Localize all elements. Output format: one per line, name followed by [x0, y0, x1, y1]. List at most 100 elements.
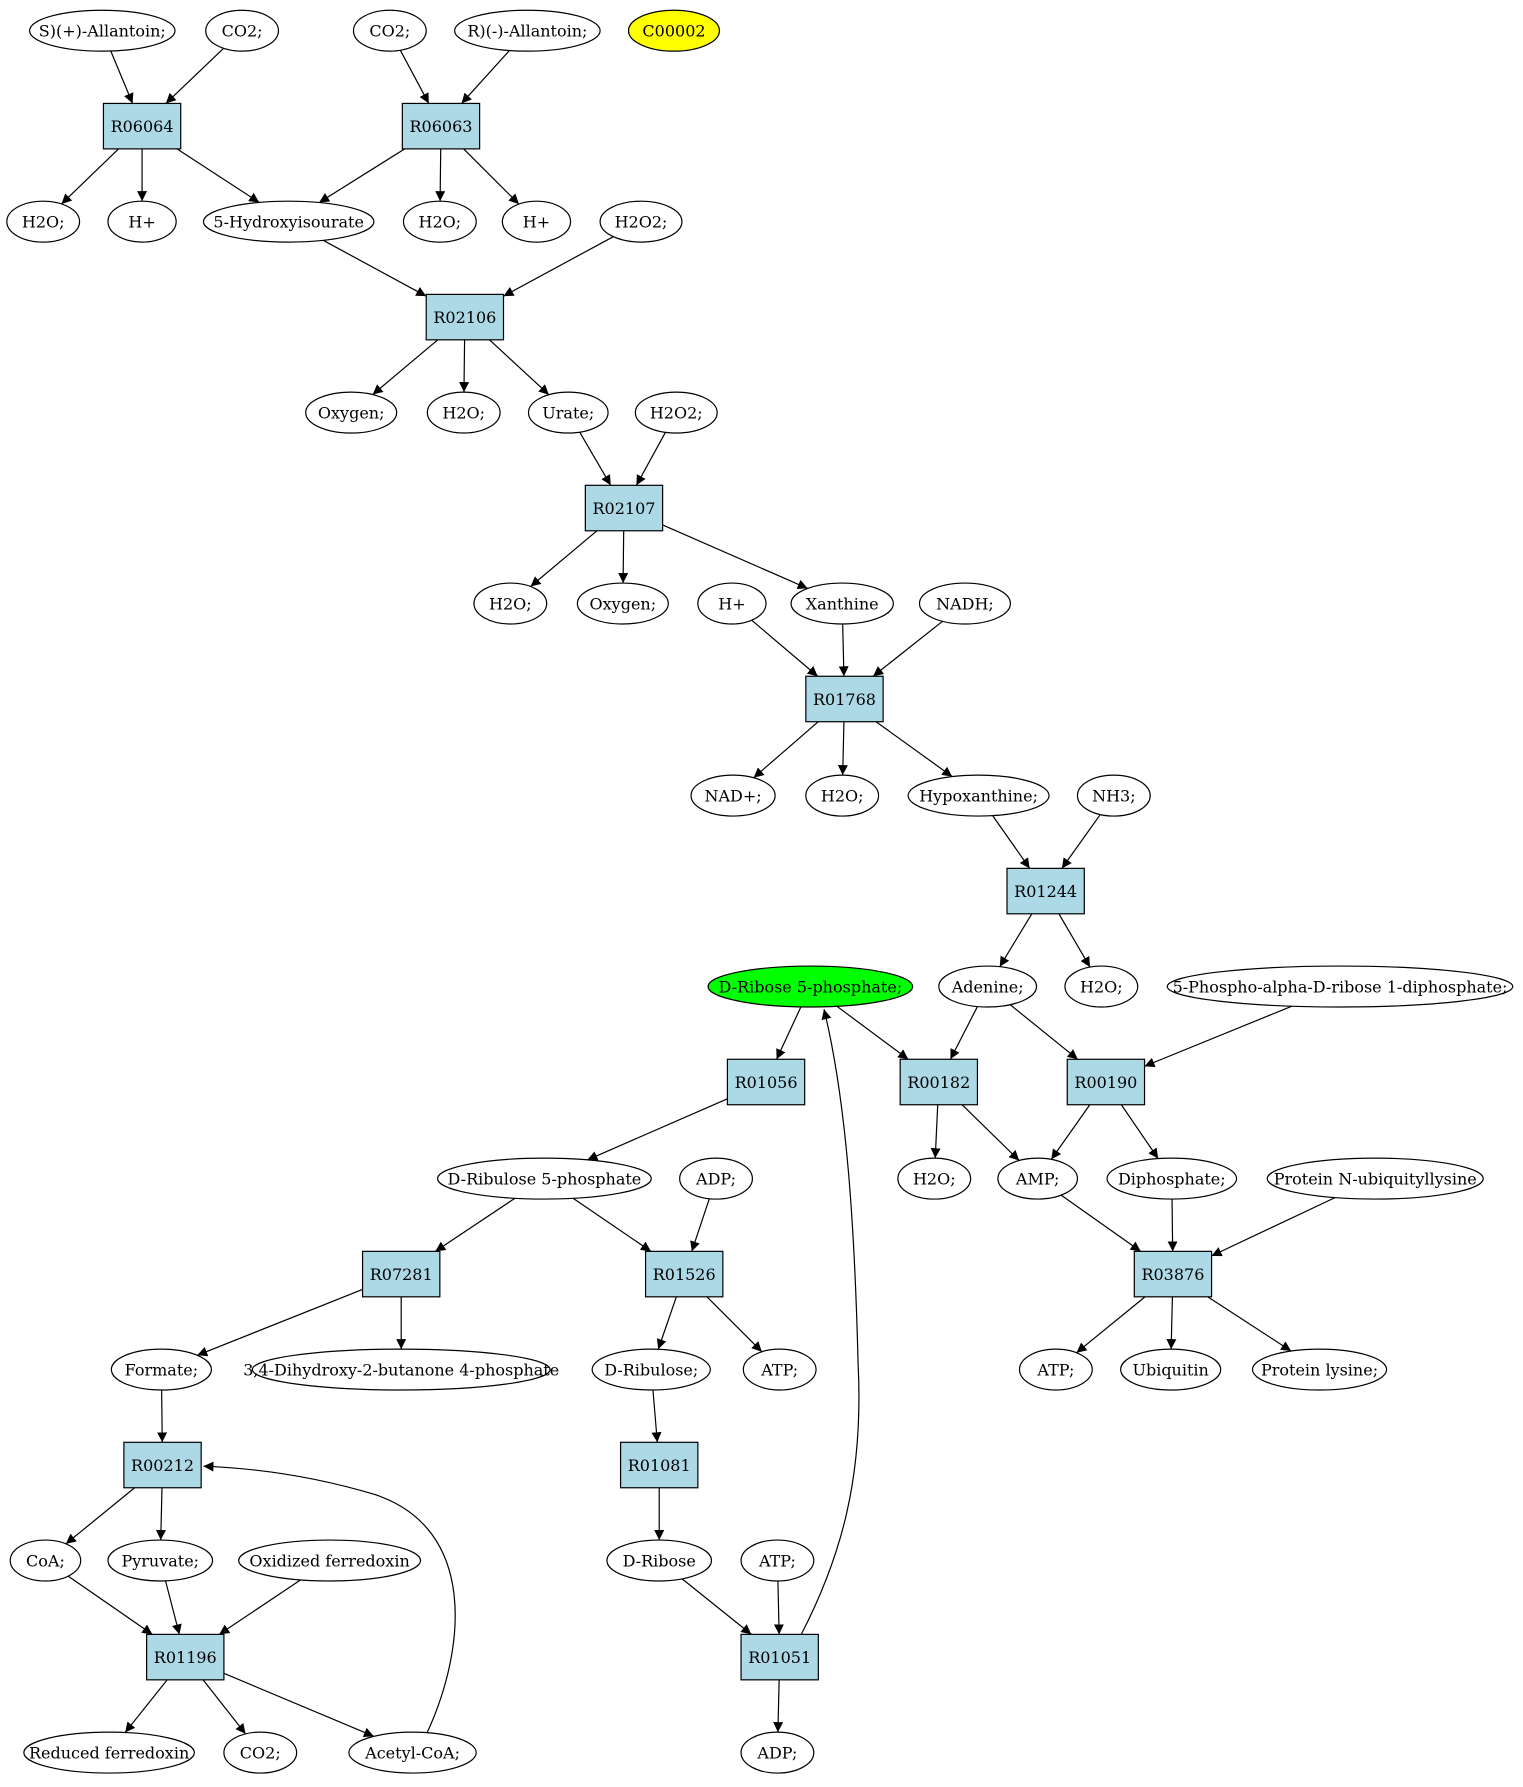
- compound-ellipse[interactable]: [627, 9, 721, 52]
- compound-ellipse[interactable]: [1076, 774, 1151, 817]
- compound-node-c_h2o_b[interactable]: H2O;: [402, 200, 477, 243]
- reaction-node-r_R07281[interactable]: R07281: [361, 1250, 441, 1298]
- compound-node-c_coa[interactable]: CoA;: [9, 1539, 82, 1582]
- compound-ellipse[interactable]: [110, 1348, 213, 1391]
- compound-ellipse[interactable]: [742, 1348, 817, 1391]
- reaction-box[interactable]: [1133, 1250, 1213, 1298]
- reaction-box[interactable]: [1066, 1058, 1146, 1106]
- reaction-node-r_R00190[interactable]: R00190: [1066, 1058, 1146, 1106]
- compound-ellipse[interactable]: [107, 200, 177, 243]
- compound-node-c_prpp[interactable]: 5-Phospho-alpha-D-ribose 1-diphosphate;: [1166, 965, 1514, 1008]
- compound-ellipse[interactable]: [1018, 1348, 1093, 1391]
- reaction-node-r_R01526[interactable]: R01526: [644, 1250, 724, 1298]
- compound-node-c_atp_a[interactable]: ATP;: [742, 1348, 817, 1391]
- compound-node-c_r_allantoin[interactable]: R)(-)-Allantoin;: [454, 9, 601, 52]
- compound-ellipse[interactable]: [454, 9, 601, 52]
- compound-ellipse[interactable]: [997, 1157, 1079, 1200]
- compound-ellipse[interactable]: [9, 1539, 82, 1582]
- compound-node-c_pyruvate[interactable]: Pyruvate;: [107, 1539, 214, 1582]
- compound-ellipse[interactable]: [679, 1157, 754, 1200]
- compound-ellipse[interactable]: [697, 582, 767, 625]
- reaction-box[interactable]: [425, 293, 505, 341]
- compound-ellipse[interactable]: [805, 774, 880, 817]
- compound-ellipse[interactable]: [591, 1348, 711, 1391]
- reaction-box[interactable]: [899, 1058, 979, 1106]
- reaction-node-r_R03876[interactable]: R03876: [1133, 1250, 1213, 1298]
- compound-node-c_ribulose5p[interactable]: D-Ribulose 5-phosphate: [436, 1157, 652, 1200]
- compound-node-c_h2o2_b[interactable]: H2O2;: [634, 391, 718, 434]
- compound-node-c_urate[interactable]: Urate;: [527, 391, 609, 434]
- compound-ellipse[interactable]: [1120, 1348, 1222, 1391]
- compound-ellipse[interactable]: [918, 582, 1012, 625]
- compound-node-c_nadh[interactable]: NADH;: [918, 582, 1012, 625]
- compound-ellipse[interactable]: [28, 9, 176, 52]
- reaction-node-r_R00182[interactable]: R00182: [899, 1058, 979, 1106]
- reaction-box[interactable]: [584, 484, 664, 532]
- compound-ellipse[interactable]: [1166, 965, 1514, 1008]
- compound-ellipse[interactable]: [707, 965, 914, 1008]
- compound-node-c_adenine[interactable]: Adenine;: [938, 965, 1038, 1008]
- compound-node-c_hplus_c[interactable]: H+: [697, 582, 767, 625]
- compound-node-c_ribulose[interactable]: D-Ribulose;: [591, 1348, 711, 1391]
- compound-node-c_ribose[interactable]: D-Ribose: [606, 1539, 713, 1582]
- compound-ellipse[interactable]: [690, 774, 776, 817]
- compound-ellipse[interactable]: [1266, 1157, 1484, 1200]
- compound-ellipse[interactable]: [634, 391, 718, 434]
- compound-ellipse[interactable]: [606, 1539, 713, 1582]
- compound-node-c_nh3[interactable]: NH3;: [1076, 774, 1151, 817]
- compound-ellipse[interactable]: [348, 1731, 477, 1774]
- compound-node-c_diphosphate[interactable]: Diphosphate;: [1106, 1157, 1238, 1200]
- compound-ellipse[interactable]: [740, 1539, 815, 1582]
- reaction-node-r_R00212[interactable]: R00212: [123, 1441, 202, 1489]
- compound-ellipse[interactable]: [205, 9, 280, 52]
- compound-node-c_acetylcoa[interactable]: Acetyl-CoA;: [348, 1731, 477, 1774]
- compound-ellipse[interactable]: [6, 200, 81, 243]
- compound-node-c_hydroxyisourate[interactable]: 5-Hydroxyisourate: [202, 200, 375, 243]
- compound-node-c_redfd[interactable]: Reduced ferredoxin: [23, 1731, 195, 1774]
- compound-node-c_prot_ub[interactable]: Protein N-ubiquityllysine: [1266, 1157, 1484, 1200]
- reaction-node-r_R01051[interactable]: R01051: [740, 1633, 819, 1681]
- compound-node-c_atp_c[interactable]: ATP;: [740, 1539, 815, 1582]
- reaction-node-r_R01196[interactable]: R01196: [146, 1633, 225, 1681]
- compound-node-c_dhbp[interactable]: 3,4-Dihydroxy-2-butanone 4-phosphate: [243, 1348, 559, 1391]
- compound-ellipse[interactable]: [202, 200, 375, 243]
- compound-ellipse[interactable]: [740, 1731, 815, 1774]
- reaction-box[interactable]: [146, 1633, 225, 1681]
- compound-node-c_co2_c[interactable]: CO2;: [223, 1731, 298, 1774]
- compound-ellipse[interactable]: [1251, 1348, 1388, 1391]
- compound-node-c_amp[interactable]: AMP;: [997, 1157, 1079, 1200]
- compound-ellipse[interactable]: [402, 200, 477, 243]
- compound-node-c_adp_a[interactable]: ADP;: [679, 1157, 754, 1200]
- compound-node-c_oxygen_a[interactable]: Oxygen;: [305, 391, 398, 434]
- compound-ellipse[interactable]: [352, 9, 427, 52]
- reaction-box[interactable]: [619, 1441, 699, 1489]
- compound-node-c_s_allantoin[interactable]: S)(+)-Allantoin;: [28, 9, 176, 52]
- compound-ellipse[interactable]: [426, 391, 501, 434]
- compound-ellipse[interactable]: [305, 391, 398, 434]
- reaction-box[interactable]: [102, 102, 182, 150]
- compound-node-c_co2_a[interactable]: CO2;: [205, 9, 280, 52]
- compound-ellipse[interactable]: [897, 1157, 972, 1200]
- reaction-node-r_R01056[interactable]: R01056: [726, 1058, 806, 1106]
- compound-ellipse[interactable]: [599, 200, 683, 243]
- reaction-node-r_R01081[interactable]: R01081: [619, 1441, 699, 1489]
- reaction-box[interactable]: [740, 1633, 819, 1681]
- reaction-box[interactable]: [123, 1441, 202, 1489]
- compound-ellipse[interactable]: [1106, 1157, 1238, 1200]
- compound-ellipse[interactable]: [527, 391, 609, 434]
- compound-ellipse[interactable]: [251, 1348, 551, 1391]
- compound-node-c_h2o_a[interactable]: H2O;: [6, 200, 81, 243]
- compound-ellipse[interactable]: [576, 582, 669, 625]
- compound-ellipse[interactable]: [938, 965, 1038, 1008]
- compound-node-c_co2_b[interactable]: CO2;: [352, 9, 427, 52]
- reaction-box[interactable]: [1006, 867, 1085, 915]
- compound-node-c_hplus_a[interactable]: H+: [107, 200, 177, 243]
- reaction-box[interactable]: [644, 1250, 724, 1298]
- reaction-node-r_R02106[interactable]: R02106: [425, 293, 505, 341]
- compound-node-c_h2o2_a[interactable]: H2O2;: [599, 200, 683, 243]
- compound-node-c_h2o_c[interactable]: H2O;: [426, 391, 501, 434]
- compound-node-c_h2o_e[interactable]: H2O;: [805, 774, 880, 817]
- compound-node-c_oxygen_b[interactable]: Oxygen;: [576, 582, 669, 625]
- reaction-node-r_R01244[interactable]: R01244: [1006, 867, 1085, 915]
- reaction-node-r_R02107[interactable]: R02107: [584, 484, 664, 532]
